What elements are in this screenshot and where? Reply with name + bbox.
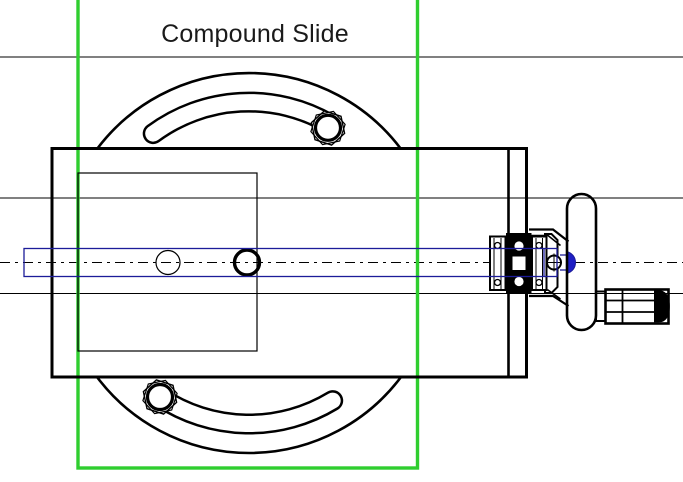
grip-end-cap <box>654 290 670 323</box>
slide-plate[interactable] <box>77 172 258 352</box>
leadscrew-shaft-outline <box>23 247 558 278</box>
clamp-slot-bottom[interactable] <box>149 386 344 435</box>
handwheel-hub[interactable] <box>565 192 598 332</box>
bracket-bolt-hole-top <box>514 241 524 251</box>
selection-box[interactable] <box>76 0 420 470</box>
swivel-base-arc-top[interactable] <box>96 71 402 150</box>
drawing-title: Compound Slide <box>161 20 349 48</box>
leadscrew-tip <box>566 250 577 275</box>
dial-bracket[interactable] <box>489 228 570 307</box>
clamp-slot-top[interactable] <box>142 91 341 145</box>
pivot-hole[interactable] <box>155 249 181 276</box>
bracket-flange-left <box>489 235 507 291</box>
grip-collar <box>595 290 607 322</box>
handle-grip[interactable] <box>595 288 670 325</box>
swivel-base-arc-bottom[interactable] <box>95 376 403 455</box>
bracket-bolt-hole-bottom <box>514 276 524 287</box>
sheet-lines <box>0 56 683 295</box>
clamp-bolt-bottom[interactable] <box>142 379 178 415</box>
bracket-center-window <box>512 256 526 270</box>
screw-hole[interactable] <box>232 248 262 277</box>
clamp-bolt-top[interactable] <box>310 110 346 146</box>
bracket-neck-lines <box>529 228 570 307</box>
swivel-base-arc[interactable] <box>95 71 403 455</box>
